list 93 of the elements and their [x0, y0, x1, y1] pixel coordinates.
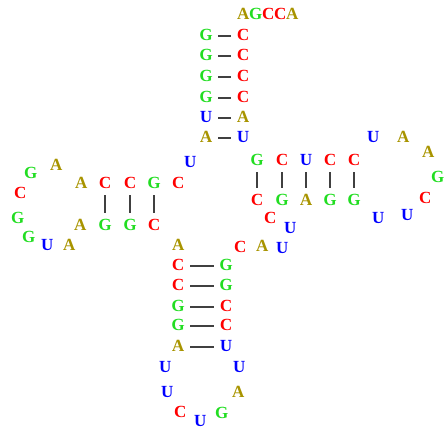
nucleotide-letter: G [198, 66, 214, 86]
nucleotide-letter: G [198, 25, 214, 45]
nucleotide-letter: C [419, 188, 431, 208]
nucleotide-letter: U [218, 336, 234, 356]
nucleotide-letter: C [235, 66, 251, 86]
nucleotide-letter: C [235, 87, 251, 107]
nucleotide-letter: C [170, 275, 186, 295]
base-pair-line [190, 285, 214, 287]
nucleotide-letter: U [194, 411, 206, 427]
nucleotide-letter: G [11, 208, 23, 228]
nucleotide-letter: U [233, 357, 245, 377]
base-pair-line [218, 55, 231, 57]
nucleotide-letter: A [298, 190, 314, 210]
base-pair-line [281, 172, 283, 188]
nucleotide-letter: C [346, 150, 362, 170]
nucleotide-letter: C [97, 173, 113, 193]
base-pair-line [305, 172, 307, 188]
nucleotide-letter: A [235, 107, 251, 127]
nucleotide-letter: C [170, 255, 186, 275]
nucleotide-letter: G [249, 4, 261, 24]
nucleotide-letter: G [170, 296, 186, 316]
nucleotide-letter: C [174, 402, 186, 422]
nucleotide-letter: C [235, 45, 251, 65]
nucleotide-letter: C [122, 173, 138, 193]
nucleotide-letter: A [422, 142, 434, 162]
base-pair-line [218, 137, 231, 139]
nucleotide-letter: G [215, 403, 227, 423]
nucleotide-letter: U [372, 208, 384, 228]
nucleotide-letter: A [63, 235, 75, 255]
nucleotide-letter: G [274, 190, 290, 210]
nucleotide-letter: G [24, 163, 36, 183]
base-pair-line [190, 346, 214, 348]
base-pair-line [218, 35, 231, 37]
nucleotide-letter: A [256, 236, 268, 256]
nucleotide-letter: A [170, 336, 186, 356]
nucleotide-letter: G [22, 227, 34, 247]
nucleotide-letter: A [172, 235, 184, 255]
nucleotide-letter: A [232, 382, 244, 402]
nucleotide-letter: A [286, 4, 298, 24]
base-pair-line [190, 306, 214, 308]
nucleotide-letter: U [276, 238, 288, 258]
nucleotide-letter: G [198, 45, 214, 65]
nucleotide-letter: C [14, 183, 26, 203]
nucleotide-letter: G [431, 167, 443, 187]
nucleotide-letter: U [198, 107, 214, 127]
nucleotide-letter: C [218, 296, 234, 316]
nucleotide-letter: G [146, 173, 162, 193]
nucleotide-letter: U [159, 357, 171, 377]
base-pair-line [190, 325, 214, 327]
base-pair-line [329, 172, 331, 188]
nucleotide-letter: A [237, 4, 249, 24]
nucleotide-letter: C [322, 150, 338, 170]
nucleotide-letter: G [198, 87, 214, 107]
base-pair-line [190, 265, 214, 267]
nucleotide-letter: C [262, 4, 274, 24]
base-pair-line [353, 172, 355, 188]
nucleotide-letter: A [397, 127, 409, 147]
nucleotide-letter: G [346, 190, 362, 210]
nucleotide-letter: A [198, 127, 214, 147]
nucleotide-letter: C [274, 4, 286, 24]
nucleotide-letter: U [284, 218, 296, 238]
nucleotide-letter: G [122, 215, 138, 235]
nucleotide-letter: G [97, 215, 113, 235]
nucleotide-letter: C [172, 173, 184, 193]
base-pair-line [218, 97, 231, 99]
nucleotide-letter: U [161, 382, 173, 402]
nucleotide-letter: U [235, 127, 251, 147]
nucleotide-letter: C [146, 215, 162, 235]
base-pair-line [153, 195, 155, 213]
nucleotide-letter: U [184, 152, 196, 172]
base-pair-line [218, 76, 231, 78]
nucleotide-letter: U [41, 235, 53, 255]
nucleotide-letter: C [249, 190, 265, 210]
nucleotide-letter: G [218, 275, 234, 295]
nucleotide-letter: U [367, 127, 379, 147]
base-pair-line [104, 195, 106, 213]
nucleotide-letter: A [75, 173, 87, 193]
nucleotide-letter: U [401, 205, 413, 225]
nucleotide-letter: A [50, 155, 62, 175]
nucleotide-letter: G [322, 190, 338, 210]
nucleotide-letter: C [235, 25, 251, 45]
nucleotide-letter: G [170, 315, 186, 335]
nucleotide-letter: C [264, 208, 276, 228]
nucleotide-letter: U [298, 150, 314, 170]
nucleotide-letter: A [74, 215, 86, 235]
nucleotide-letter: C [218, 315, 234, 335]
base-pair-line [256, 172, 258, 188]
base-pair-line [129, 195, 131, 213]
base-pair-line [218, 117, 231, 119]
nucleotide-letter: G [218, 255, 234, 275]
nucleotide-letter: C [234, 237, 246, 257]
nucleotide-letter: C [274, 150, 290, 170]
nucleotide-letter: G [249, 150, 265, 170]
